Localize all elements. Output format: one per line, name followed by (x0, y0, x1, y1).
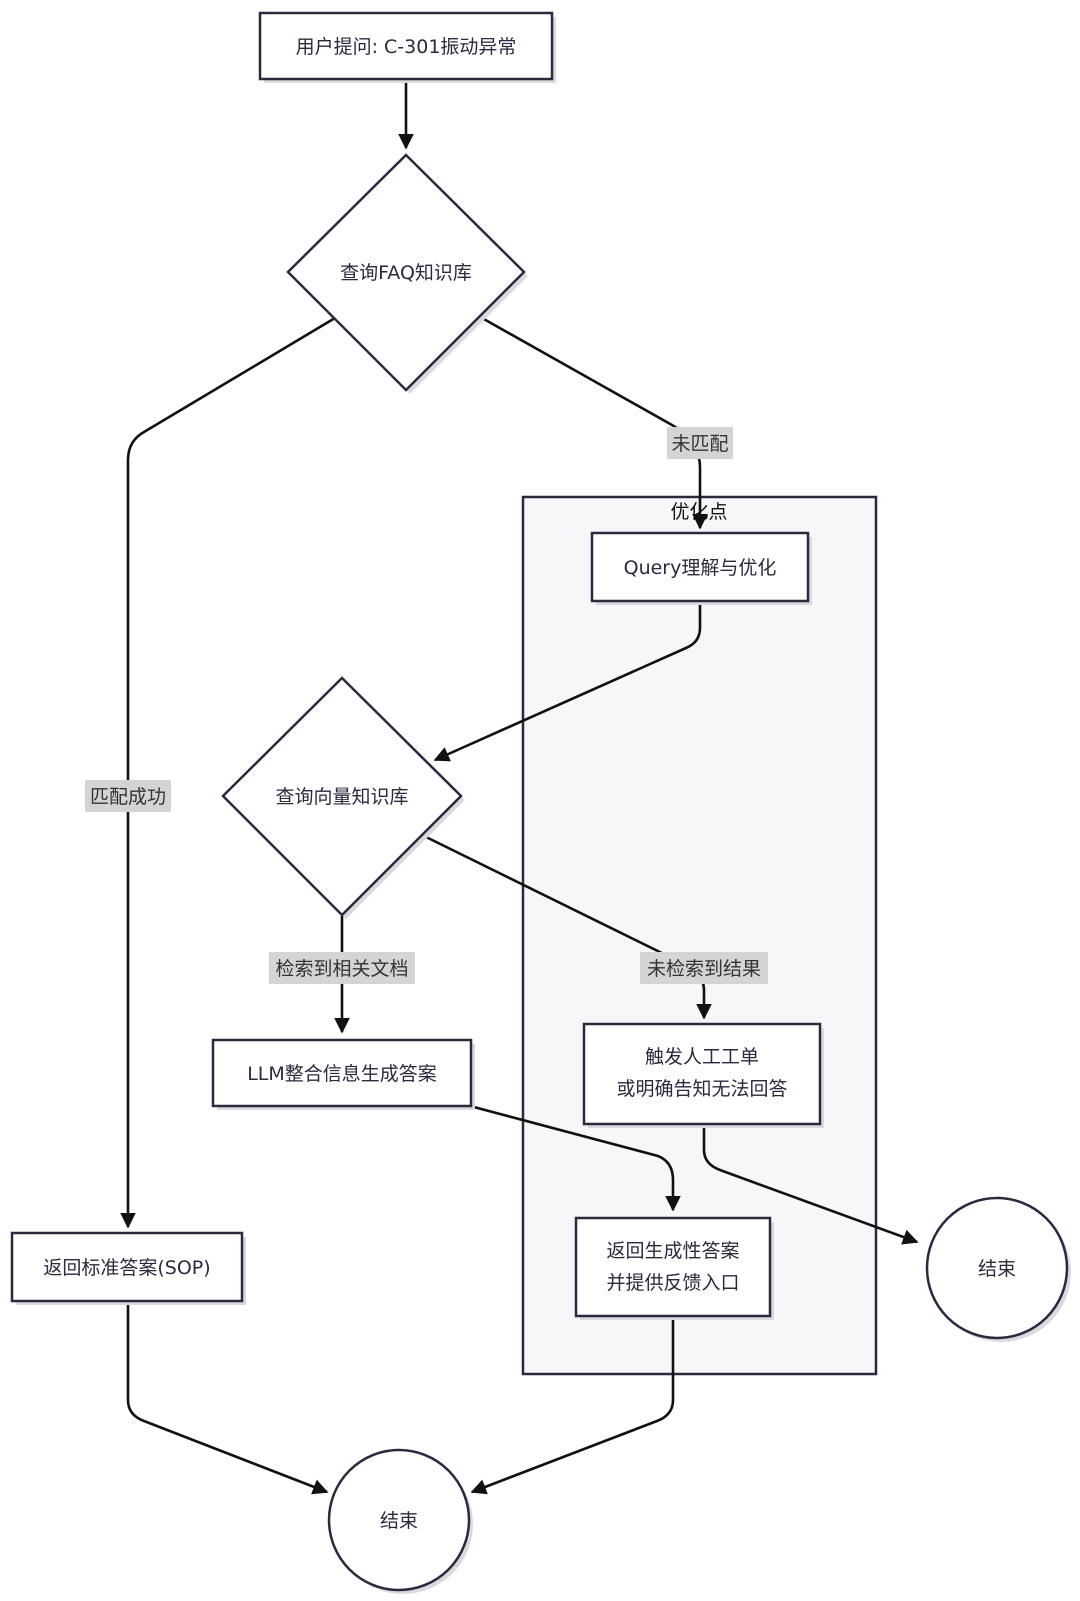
edge-queryopt-to-vector (433, 603, 702, 762)
end-bottom-label: 结束 (380, 1510, 418, 1532)
edge-llm-to-gen (469, 1104, 681, 1212)
edge-faq-match (120, 316, 336, 1229)
edge-sop-to-end (126, 1303, 329, 1495)
llm-answer-label: LLM整合信息生成答案 (247, 1063, 437, 1085)
llm-answer-node: LLM整合信息生成答案 (211, 1038, 475, 1110)
edge-ticket-to-end (702, 1124, 919, 1245)
vector-decision-node: 查询向量知识库 (221, 676, 465, 919)
faq-decision-node: 查询FAQ知识库 (286, 153, 528, 394)
ticket-label-line2: 或明确告知无法回答 (616, 1078, 787, 1100)
edge-label-faq-nomatch: 未匹配 (671, 433, 728, 455)
edge-label-vector-found: 检索到相关文档 (275, 958, 408, 980)
edge-gen-to-end (470, 1318, 675, 1495)
edge-label-vector-notfound: 未检索到结果 (647, 958, 761, 980)
ticket-node: 触发人工工单 或明确告知无法回答 (582, 1022, 824, 1128)
ticket-label-line1: 触发人工工单 (645, 1046, 759, 1068)
edge-labels: 匹配成功 未匹配 检索到相关文档 未检索到结果 (85, 427, 768, 984)
end-right-label: 结束 (978, 1258, 1016, 1280)
query-optimize-label: Query理解与优化 (624, 557, 777, 579)
sop-answer-label: 返回标准答案(SOP) (43, 1257, 210, 1279)
generated-answer-node: 返回生成性答案 并提供反馈入口 (574, 1216, 774, 1320)
faq-decision-label: 查询FAQ知识库 (340, 262, 472, 284)
query-optimize-node: Query理解与优化 (590, 531, 812, 605)
sop-answer-node: 返回标准答案(SOP) (10, 1231, 246, 1305)
start-node-label: 用户提问: C-301振动异常 (296, 36, 517, 58)
start-node: 用户提问: C-301振动异常 (258, 11, 556, 83)
generated-answer-line1: 返回生成性答案 (606, 1240, 739, 1262)
generated-answer-line2: 并提供反馈入口 (606, 1272, 739, 1294)
end-right-node: 结束 (925, 1196, 1071, 1342)
edge-label-faq-match: 匹配成功 (90, 786, 166, 808)
nodes: 用户提问: C-301振动异常 查询FAQ知识库 Query理解与优化 查询向量… (10, 11, 1071, 1594)
vector-decision-label: 查询向量知识库 (275, 786, 408, 808)
end-bottom-node: 结束 (327, 1448, 473, 1594)
